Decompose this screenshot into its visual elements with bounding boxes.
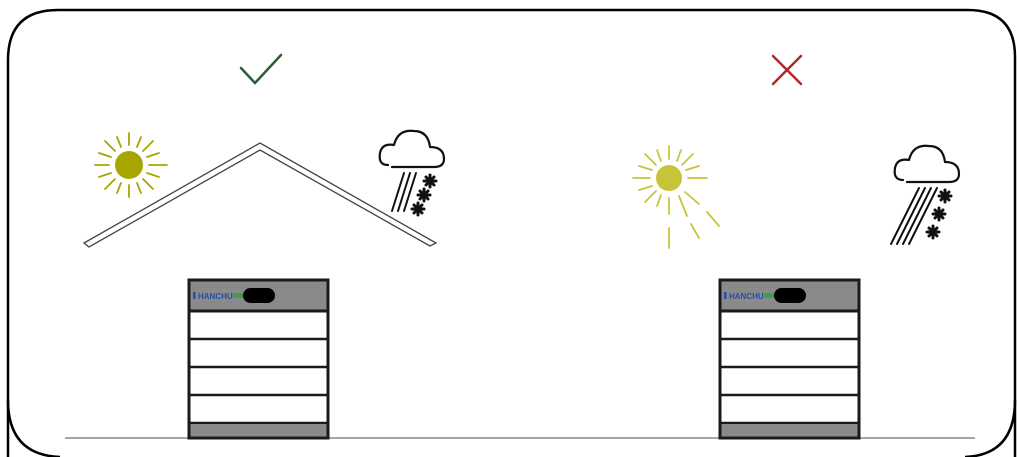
brand-label: HANCHU	[729, 292, 764, 301]
cross-icon	[773, 56, 801, 84]
rain-snow-cloud-icon	[891, 146, 959, 244]
brand-label: HANCHU	[198, 292, 233, 301]
battery-cabinet: HANCHU	[189, 280, 328, 438]
cabinet-base	[191, 424, 327, 437]
panel-incorrect: HANCHU	[633, 56, 959, 438]
sun-icon	[633, 146, 719, 248]
outer-frame-bottom-corners	[8, 400, 1015, 457]
battery-cabinet: HANCHU	[720, 280, 859, 438]
sun-rays-down	[669, 192, 719, 248]
outer-frame	[8, 10, 1015, 457]
rain-snow-cloud-icon	[380, 131, 444, 215]
display-window	[243, 288, 275, 303]
check-icon	[241, 55, 281, 83]
sun-icon	[95, 133, 167, 197]
display-window	[774, 288, 806, 303]
panel-correct: HANCHU	[84, 55, 444, 438]
cabinet-base	[722, 424, 858, 437]
